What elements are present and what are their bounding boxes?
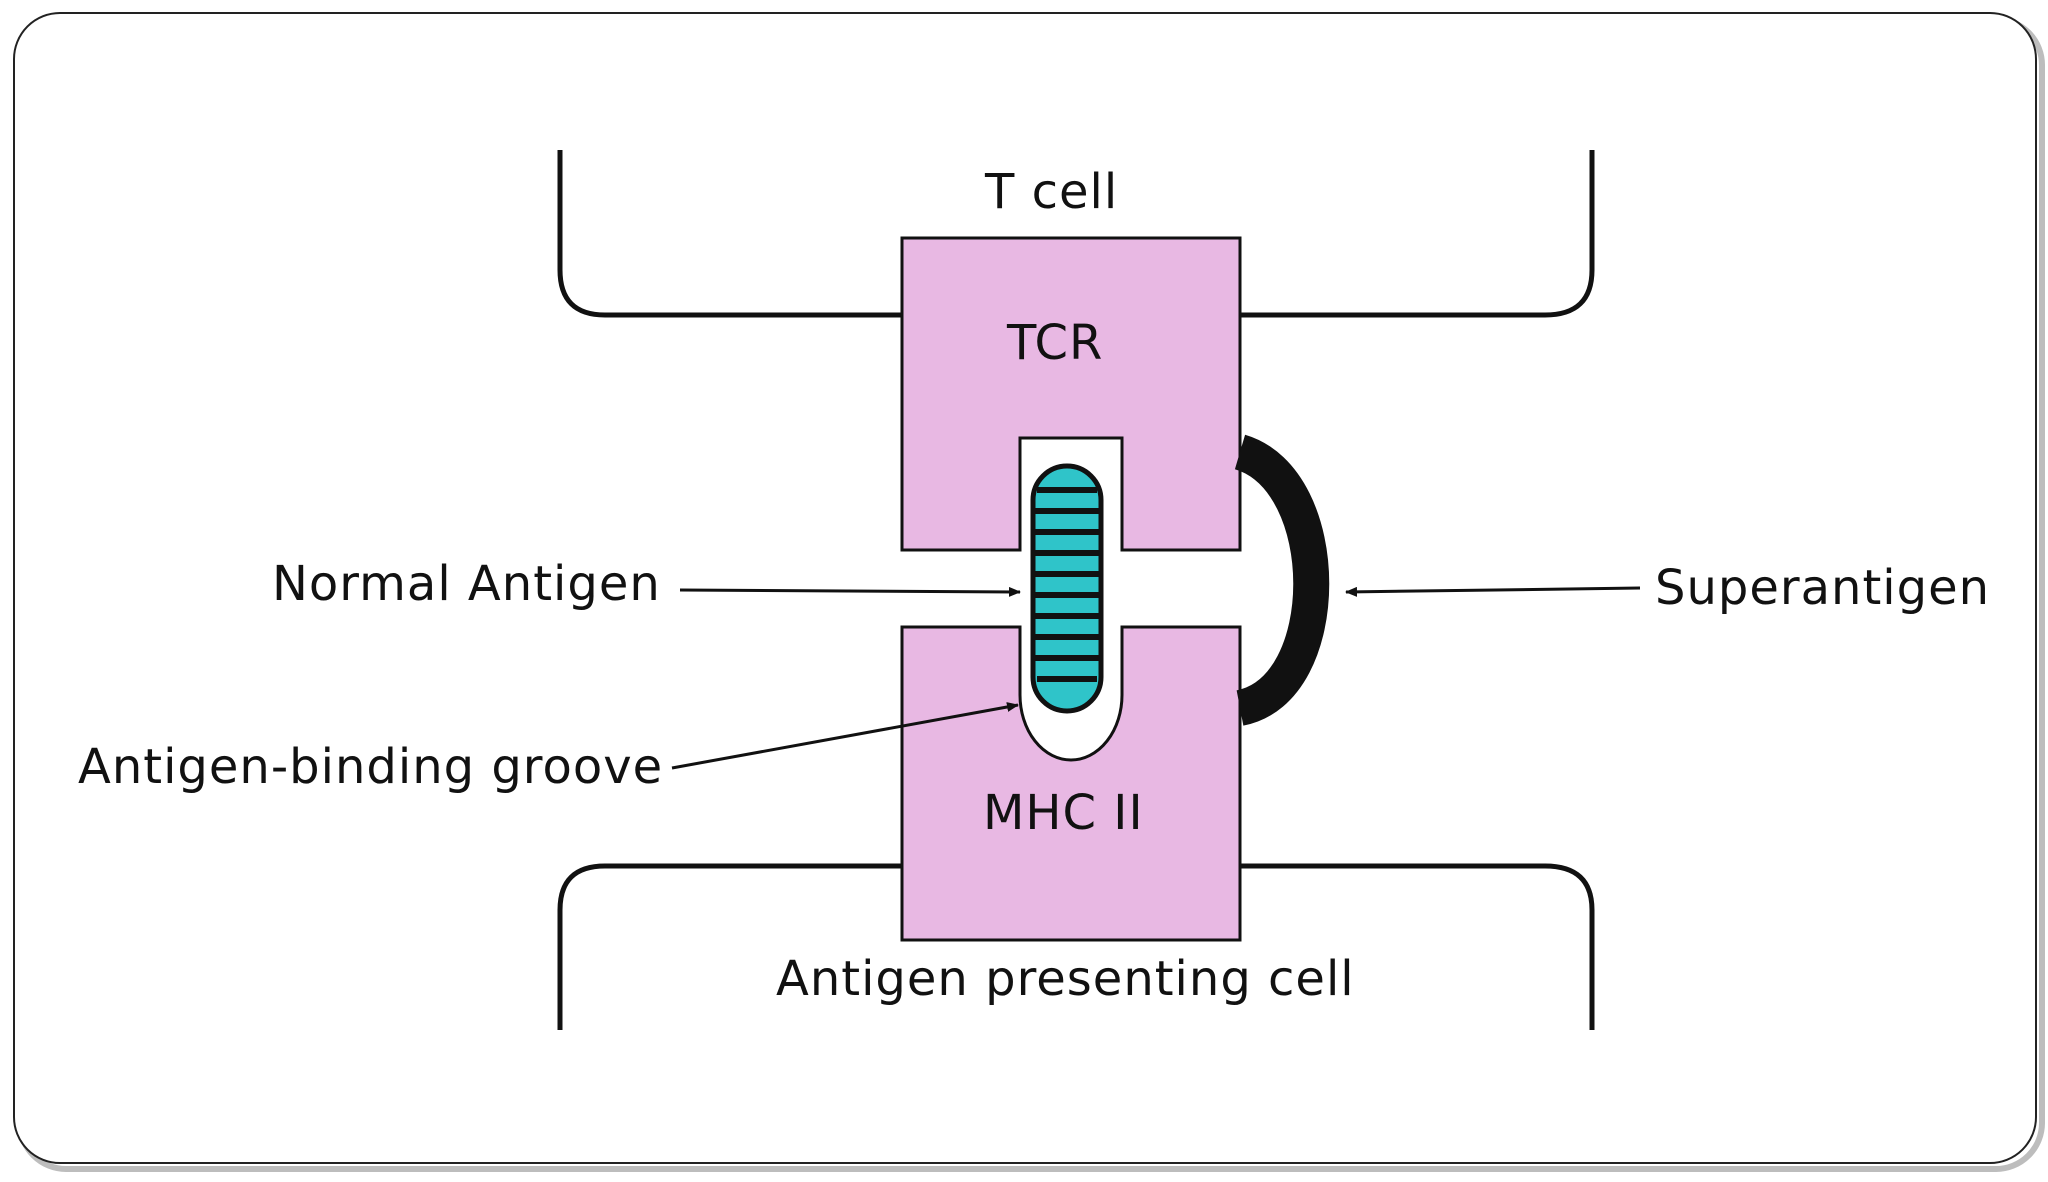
- apc-membrane: [557, 863, 1595, 1030]
- tcr-receptor: [900, 236, 1242, 552]
- antigen-binding-groove-label: Antigen-binding groove: [78, 739, 663, 795]
- normal-antigen-label: Normal Antigen: [272, 556, 661, 612]
- slide-frame: [13, 12, 2037, 1164]
- apc-label: Antigen presenting cell: [776, 951, 1355, 1007]
- normal-antigen-peptide: [1030, 463, 1104, 714]
- t-cell-membrane: [557, 150, 1595, 318]
- groove-arrow: [671, 702, 1019, 770]
- tcr-label: TCR: [1006, 315, 1103, 371]
- mhc-ii-label: MHC II: [983, 785, 1144, 841]
- superantigen-label: Superantigen: [1655, 560, 1990, 616]
- t-cell-label: T cell: [984, 164, 1118, 220]
- mhc-ii-receptor: [900, 625, 1242, 942]
- superantigen-arrow: [1345, 586, 1641, 597]
- superantigen-shape: [1233, 434, 1330, 726]
- normal-antigen-arrow: [679, 586, 1021, 597]
